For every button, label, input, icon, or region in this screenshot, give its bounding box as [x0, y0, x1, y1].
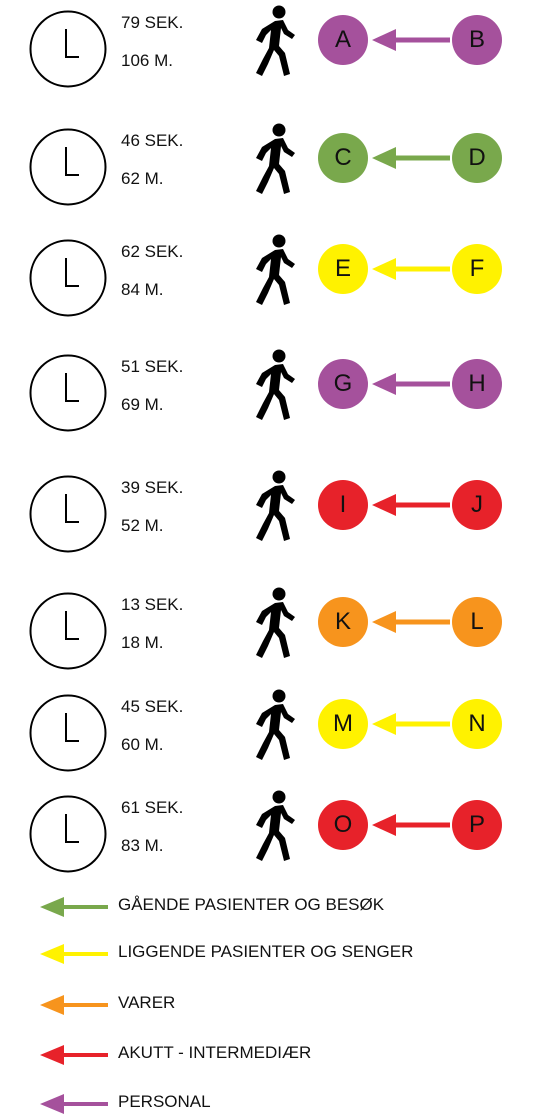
clock-icon: [29, 694, 107, 772]
legend-label: GÅENDE PASIENTER OG BESØK: [118, 895, 385, 914]
route-row: 61 SEK. 83 M. O P: [0, 785, 542, 885]
arrow-left-icon: [372, 814, 450, 836]
arrow-left-icon: [372, 147, 450, 169]
route-start-node: I: [318, 480, 368, 530]
route-time: 46 SEK.: [121, 131, 184, 150]
route-distance: 18 M.: [121, 633, 164, 652]
arrow-left-icon: [40, 944, 108, 964]
walking-person-icon: [256, 790, 295, 861]
clock-icon: [29, 239, 107, 317]
route-distance: 84 M.: [121, 280, 164, 299]
clock-icon: [29, 10, 107, 88]
route-start-node: G: [318, 359, 368, 409]
legend-item: LIGGENDE PASIENTER OG SENGER: [38, 939, 538, 969]
route-end-node: D: [452, 133, 502, 183]
route-start-node: M: [318, 699, 368, 749]
route-start-node: C: [318, 133, 368, 183]
legend-item: GÅENDE PASIENTER OG BESØK: [38, 892, 538, 922]
arrow-left-icon: [40, 995, 108, 1015]
arrow-left-icon: [372, 713, 450, 735]
route-end-node: N: [452, 699, 502, 749]
route-end-node: L: [452, 597, 502, 647]
arrow-left-icon: [372, 494, 450, 516]
legend-item: VARER: [38, 990, 538, 1020]
clock-icon: [29, 795, 107, 873]
route-row: 45 SEK. 60 M. M N: [0, 684, 542, 784]
route-row: 46 SEK. 62 M. C D: [0, 118, 542, 218]
route-time: 45 SEK.: [121, 697, 184, 716]
route-distance: 69 M.: [121, 395, 164, 414]
arrow-left-icon: [372, 258, 450, 280]
route-row: 39 SEK. 52 M. I J: [0, 465, 542, 565]
legend-label: AKUTT - INTERMEDIÆR: [118, 1043, 312, 1062]
clock-icon: [29, 592, 107, 670]
arrow-left-icon: [372, 29, 450, 51]
arrow-left-icon: [372, 373, 450, 395]
route-time: 13 SEK.: [121, 595, 184, 614]
legend-item: AKUTT - INTERMEDIÆR: [38, 1040, 538, 1070]
clock-icon: [29, 475, 107, 553]
walking-person-icon: [256, 689, 295, 760]
route-start-node: E: [318, 244, 368, 294]
clock-icon: [29, 128, 107, 206]
route-end-node: J: [452, 480, 502, 530]
walking-person-icon: [256, 234, 295, 305]
route-time: 62 SEK.: [121, 242, 184, 261]
arrow-left-icon: [40, 1094, 108, 1114]
route-row: 79 SEK. 106 M. A B: [0, 0, 542, 100]
route-row: 62 SEK. 84 M. E F: [0, 229, 542, 329]
legend-item: PERSONAL: [38, 1089, 538, 1119]
walking-person-icon: [256, 587, 295, 658]
route-end-node: F: [452, 244, 502, 294]
route-row: 51 SEK. 69 M. G H: [0, 344, 542, 444]
arrow-left-icon: [40, 897, 108, 917]
route-row: 13 SEK. 18 M. K L: [0, 582, 542, 682]
route-distance: 52 M.: [121, 516, 164, 535]
route-distance: 62 M.: [121, 169, 164, 188]
walking-person-icon: [256, 5, 295, 76]
route-end-node: H: [452, 359, 502, 409]
route-distance: 106 M.: [121, 51, 173, 70]
legend-label: PERSONAL: [118, 1092, 211, 1111]
route-end-node: P: [452, 800, 502, 850]
legend-label: VARER: [118, 993, 176, 1012]
route-end-node: B: [452, 15, 502, 65]
clock-icon: [29, 354, 107, 432]
walking-person-icon: [256, 470, 295, 541]
route-time: 51 SEK.: [121, 357, 184, 376]
route-time: 39 SEK.: [121, 478, 184, 497]
walking-person-icon: [256, 123, 295, 194]
route-time: 79 SEK.: [121, 13, 184, 32]
arrow-left-icon: [372, 611, 450, 633]
legend-label: LIGGENDE PASIENTER OG SENGER: [118, 942, 414, 961]
route-start-node: K: [318, 597, 368, 647]
route-distance: 60 M.: [121, 735, 164, 754]
route-distance: 83 M.: [121, 836, 164, 855]
route-time: 61 SEK.: [121, 798, 184, 817]
walking-person-icon: [256, 349, 295, 420]
arrow-left-icon: [40, 1045, 108, 1065]
route-start-node: A: [318, 15, 368, 65]
route-start-node: O: [318, 800, 368, 850]
